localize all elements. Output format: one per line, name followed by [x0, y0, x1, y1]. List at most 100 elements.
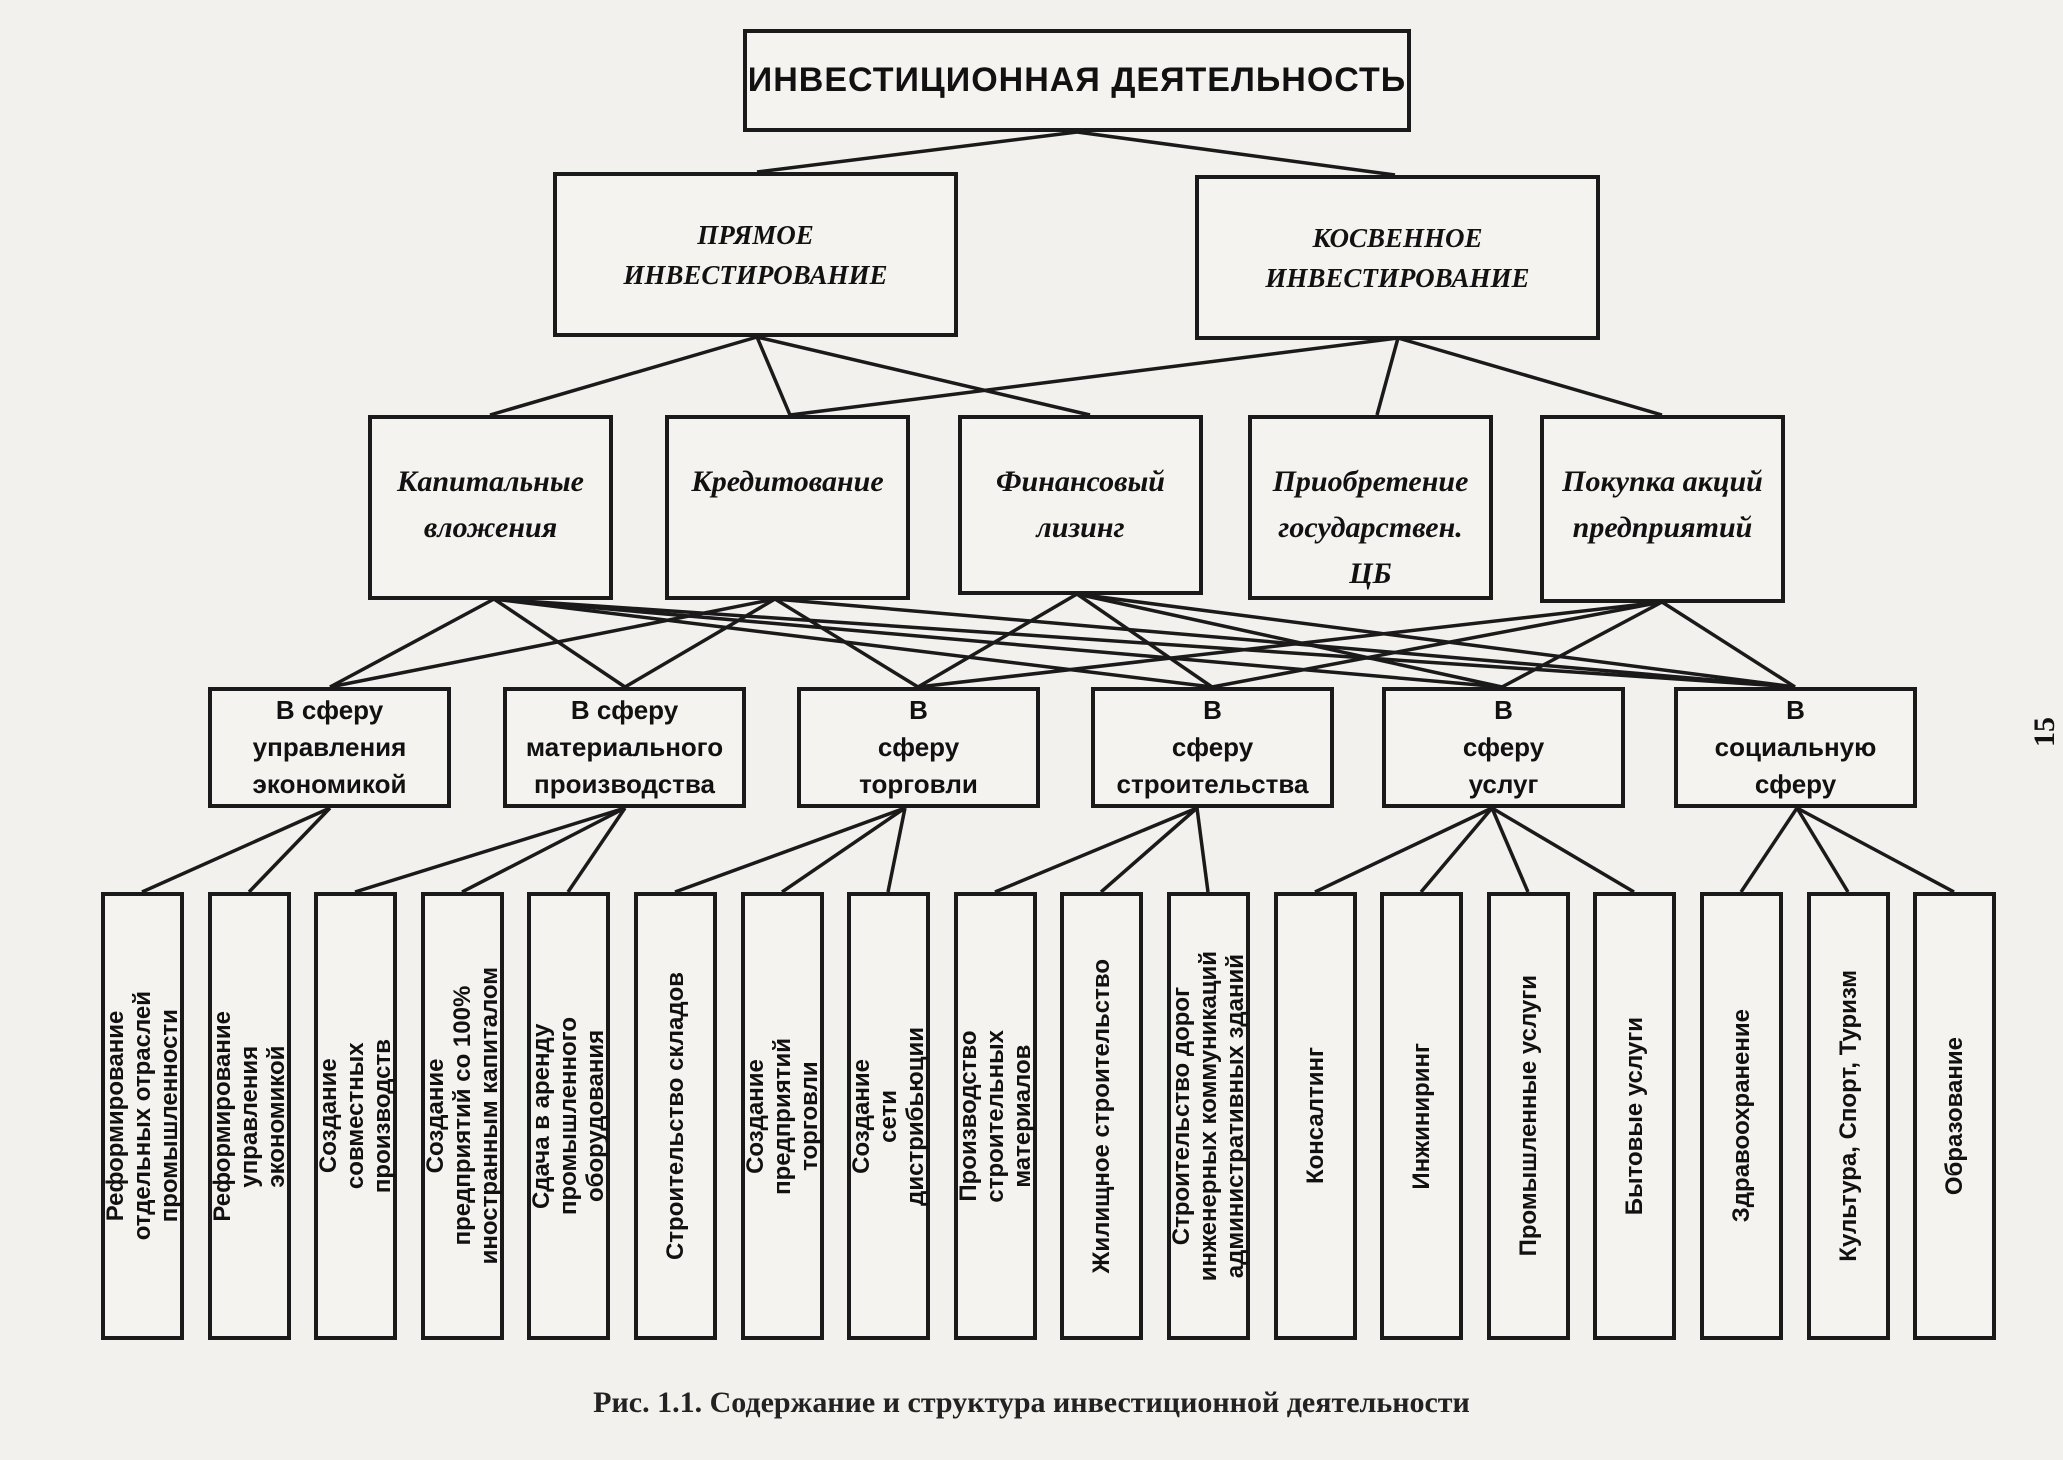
node-government-securities: Приобретение государствен. ЦБ [1248, 415, 1493, 600]
node-direct-investment: ПРЯМОЕ ИНВЕСТИРОВАНИЕ [553, 172, 958, 337]
leaf-label: Консалтинг [1301, 1047, 1329, 1185]
leaf-label: Бытовые услуги [1621, 1016, 1649, 1216]
leaf-label: Строительство складов [662, 971, 689, 1261]
sector-economic-management: В сферу управления экономикой [208, 687, 451, 808]
node-crediting: Кредитование [665, 415, 910, 600]
node-label: предприятий [1572, 511, 1753, 544]
leaf-label: сети [875, 1089, 903, 1143]
node-label: сферу [877, 732, 960, 762]
node-label: строительства [1116, 769, 1309, 799]
node-label: социальную [1714, 732, 1877, 762]
leaf-label: Строительство дорог [1168, 986, 1195, 1246]
node-label: КОСВЕННОЕ [1312, 222, 1483, 253]
leaf-node: Здравоохранение [1700, 892, 1783, 1340]
leaf-label: Культура, Спорт, Туризм [1834, 970, 1862, 1262]
node-label: сферу [1754, 769, 1837, 799]
leaf-label: производств [369, 1038, 397, 1194]
leaf-label: Производство [954, 1030, 982, 1202]
root-node-investment-activity: ИНВЕСТИЦИОННАЯ ДЕЯТЕЛЬНОСТЬ [743, 29, 1411, 132]
leaf-label: отдельных отраслей [129, 991, 156, 1241]
node-label: вложения [423, 511, 558, 544]
node-label: ИНВЕСТИРОВАНИЕ [1265, 262, 1530, 293]
node-label: государствен. [1278, 511, 1463, 544]
leaf-label: инженерных коммуникаций [1195, 950, 1222, 1282]
leaf-label: торговли [795, 1061, 823, 1171]
leaf-label: экономикой [262, 1044, 290, 1188]
node-label: торговли [859, 769, 978, 799]
node-label: материального [525, 732, 724, 762]
leaf-label: иностранным капиталом [475, 967, 503, 1265]
leaf-node: Образование [1913, 892, 1997, 1340]
node-label: ЦБ [1349, 557, 1392, 590]
leaf-node: Инжиниринг [1380, 892, 1464, 1340]
node-label: ИНВЕСТИРОВАНИЕ [623, 259, 888, 290]
node-label: В сферу [570, 695, 679, 725]
leaf-label: управления [235, 1045, 263, 1187]
node-label: Покупка акций [1562, 465, 1763, 498]
leaf-label: промышленного [555, 1016, 583, 1216]
leaf-label: Создание [741, 1058, 769, 1174]
leaf-label: предприятий [768, 1037, 796, 1195]
figure-caption: Рис. 1.1. Содержание и структура инвести… [593, 1386, 1470, 1419]
node-label: В [1786, 695, 1805, 725]
node-label: экономикой [252, 769, 407, 799]
node-label: сферу [1171, 732, 1254, 762]
leaf-label: оборудования [582, 1029, 610, 1203]
node-capital-investment: Капитальные вложения [368, 415, 613, 600]
node-label: В сферу [275, 695, 384, 725]
leaf-node: Консалтинг [1273, 892, 1357, 1340]
leaf-label: строительных [981, 1029, 1009, 1203]
node-label: управления [252, 732, 407, 762]
leaf-label: промышленности [156, 1009, 183, 1223]
node-label: В [1494, 695, 1513, 725]
leaf-label: совместных [342, 1042, 370, 1190]
leaf-label: материалов [1008, 1044, 1036, 1188]
node-indirect-investment: КОСВЕННОЕ ИНВЕСТИРОВАНИЕ [1195, 175, 1600, 340]
leaf-label: Создание [848, 1058, 876, 1174]
leaf-label: Создание [315, 1058, 343, 1174]
leaf-node: Промышленные услуги [1486, 892, 1570, 1340]
leaf-label: Здравоохранение [1728, 1009, 1755, 1223]
leaf-label: Образование [1941, 1036, 1969, 1196]
node-label: Приобретение [1272, 465, 1469, 498]
node-label: В [1203, 695, 1222, 725]
leaf-label: Реформирование [102, 1010, 129, 1222]
node-label: Капитальные [397, 465, 584, 498]
leaf-label: Инжиниринг [1408, 1042, 1436, 1190]
node-label: Финансовый [996, 465, 1165, 498]
leaf-node: Строительство складов [634, 892, 717, 1340]
node-label: услуг [1468, 769, 1539, 799]
page-number: 15 [2028, 717, 2061, 747]
node-share-purchase: Покупка акций предприятий [1540, 415, 1785, 603]
node-label: ПРЯМОЕ [697, 219, 814, 250]
leaf-label: предприятий со 100% [448, 986, 476, 1246]
leaf-label: дистрибьюции [902, 1026, 930, 1206]
leaf-label: административных зданий [1222, 953, 1249, 1279]
node-label: сферу [1462, 732, 1545, 762]
root-node-label: ИНВЕСТИЦИОННАЯ ДЕЯТЕЛЬНОСТЬ [747, 61, 1407, 99]
leaf-label: Сдача в аренду [528, 1023, 556, 1209]
leaf-node: Бытовые услуги [1593, 892, 1677, 1340]
node-financial-leasing: Финансовый лизинг [958, 415, 1203, 595]
leaf-label: Создание [421, 1058, 449, 1174]
leaf-node: Жилищное строительство [1060, 892, 1144, 1340]
node-label: Кредитование [691, 465, 884, 498]
leaf-node: Культура, Спорт, Туризм [1806, 892, 1890, 1340]
node-label: лизинг [1036, 511, 1125, 544]
leaf-label: Жилищное строительство [1088, 958, 1116, 1274]
node-label: производства [533, 769, 715, 799]
sector-material-production: В сферу материального производства [503, 687, 746, 808]
